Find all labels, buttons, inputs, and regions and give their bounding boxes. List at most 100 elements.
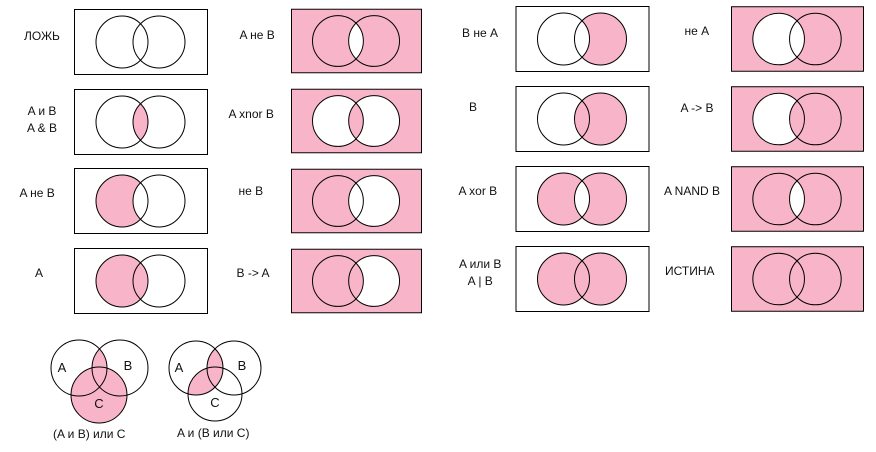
venn-not-a (731, 6, 864, 72)
diagram-label: A -> B (681, 100, 714, 117)
set-c-outline (70, 366, 128, 424)
set-a-circle (96, 96, 148, 148)
set-a-outline (537, 92, 590, 146)
set-label-a: A (58, 360, 67, 375)
set-a-outline (95, 174, 149, 228)
diagram-label-line: B не A (462, 25, 498, 40)
diagram-label: A не B (20, 185, 55, 202)
set-b-circle (133, 16, 185, 68)
set-c-filled (71, 367, 127, 423)
set-b-outline (789, 252, 842, 306)
diagram-label: A xor B (459, 183, 498, 200)
set-a-circle (752, 253, 805, 305)
diagram-label: не A (685, 23, 710, 40)
set-b-circle (133, 96, 185, 148)
venn-not-b (291, 168, 422, 234)
set-a-circle (96, 255, 148, 307)
set-label-a: A (175, 360, 184, 375)
venn-b-implies-a (291, 248, 422, 314)
set-a-circle (312, 255, 364, 307)
diagram-label: A или B A | B (459, 256, 501, 290)
set-b-circle (574, 173, 627, 225)
set-label-c: C (210, 395, 219, 410)
diagram-label: A не B (240, 27, 275, 44)
set-b-outline (132, 95, 186, 149)
set-b-outline (132, 174, 186, 228)
set-a-circle (752, 93, 805, 145)
set-a-circle (752, 173, 805, 225)
set-a-outline (95, 95, 149, 149)
diagram-label-line: A xor B (458, 183, 498, 198)
set-a-circle (312, 95, 364, 147)
set-label-b: B (238, 358, 247, 373)
set-b-circle (789, 13, 842, 65)
set-a-outline (95, 15, 149, 69)
set-b-circle (789, 253, 842, 305)
venn-a-and-b (74, 89, 208, 155)
set-b-circle (574, 93, 627, 145)
set-b-outline (574, 252, 627, 306)
set-a-outline (312, 15, 364, 67)
diagram-label-line: ЛОЖЬ (24, 28, 60, 43)
set-a-circle (312, 175, 364, 227)
diagram-label-line: A и B (27, 104, 57, 118)
diagram-label-line: A NAND B (664, 183, 721, 198)
diagram-label-line: A не B (239, 27, 275, 42)
set-c-outline (187, 366, 243, 422)
set-a-outline (312, 175, 364, 227)
set-b-circle (348, 15, 400, 67)
set-a-outline (537, 252, 590, 306)
set-a-outline (95, 254, 149, 308)
diagram-label: A и B A & B (27, 103, 57, 137)
venn-a-implies-b (731, 86, 864, 152)
diagram-label: A (35, 265, 43, 282)
set-a-circle (96, 16, 148, 68)
set-a-circle (537, 253, 590, 305)
venn-lozh (74, 9, 208, 75)
diagram-label: B не A (462, 25, 498, 42)
venn-a-or-b (515, 246, 650, 312)
set-a-circle (752, 13, 805, 65)
set-b-outline (348, 15, 401, 67)
set-b-outline (348, 95, 401, 147)
venn-b (515, 86, 650, 152)
diagram-label: A NAND B (664, 183, 720, 200)
diagram-label-line: A не B (19, 185, 55, 200)
diagram-label-line: не B (238, 183, 264, 198)
set-a-circle (537, 173, 590, 225)
set-b-outline (574, 12, 627, 66)
diagram-label-line: A или B (459, 257, 502, 271)
caption-ab-or-c: (A и B) или C (53, 427, 126, 441)
set-b-outline (789, 12, 842, 66)
set-b-outline (789, 172, 842, 226)
diagram-label: ИСТИНА (665, 263, 715, 280)
diagram-label-line: A & B (27, 121, 58, 135)
set-label-b: B (124, 358, 133, 373)
set-a-outline (752, 252, 805, 306)
set-b-outline (132, 254, 186, 308)
set-b-circle (789, 93, 842, 145)
set-b-outline (574, 92, 627, 146)
set-b-circle (574, 13, 627, 65)
set-b-outline (789, 92, 842, 146)
diagram-label-line: A xnor B (228, 106, 274, 121)
set-a-outline (752, 12, 805, 66)
diagram-label-line: ИСТИНА (665, 263, 715, 278)
set-b-outline (132, 15, 186, 69)
venn3-a-and-b-or-c: A B C (168, 340, 262, 422)
diagram-label-line: A -> B (680, 100, 714, 115)
caption-a-and-b-or-c: A и (B или C) (177, 426, 250, 440)
diagram-label-line: A (35, 265, 44, 280)
venn-a-xor-b (515, 166, 650, 232)
set-b-circle (348, 95, 400, 147)
diagram-label: не B (239, 183, 264, 200)
set-b-circle (133, 255, 185, 307)
venn-a-xnor-b (291, 88, 422, 154)
diagram-label: B -> A (237, 265, 270, 282)
set-b-outline (348, 255, 401, 307)
diagram-label-line: A | B (467, 274, 493, 288)
diagram-label: ЛОЖЬ (24, 28, 60, 45)
diagram-label: B (469, 99, 477, 116)
set-a-outline (752, 92, 805, 146)
